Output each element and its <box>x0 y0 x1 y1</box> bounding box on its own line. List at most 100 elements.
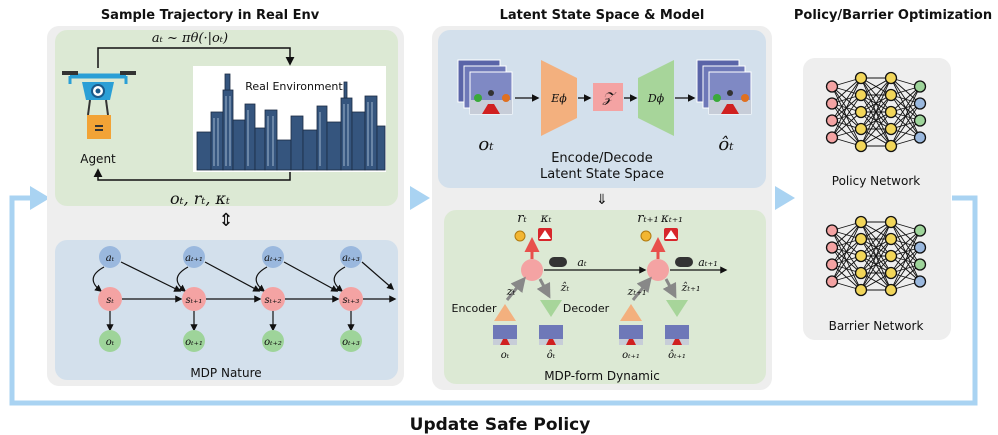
mdp-action-node <box>262 246 284 268</box>
mdp-edge-a-s <box>255 266 268 292</box>
mdp-state-label: sₜ₊₃ <box>343 295 360 306</box>
barrier-network-edge <box>831 221 862 282</box>
policy-network-edge <box>831 77 862 104</box>
network-diagrams <box>825 71 927 297</box>
mdp-state-node <box>182 287 206 311</box>
policy-network-neuron <box>854 139 868 153</box>
policy-network-neuron <box>854 122 868 136</box>
mdp-action-node <box>99 246 121 268</box>
barrier-network-neuron <box>884 215 898 229</box>
env-label: Real Environment <box>245 80 343 93</box>
policy-network-neuron <box>913 97 927 110</box>
barrier-network-neuron <box>913 224 927 237</box>
dynamic-decoder-label: Decoder <box>563 302 610 315</box>
mdp-observation-label: oₜ <box>106 337 115 348</box>
policy-network-edge <box>890 103 921 147</box>
policy-network-edge <box>831 77 862 138</box>
observation-arrow <box>93 168 291 181</box>
dynamic-reward-label: rₜ <box>517 211 527 226</box>
mdp-edge-a-snext <box>120 261 182 292</box>
encoder-to-latent-arrow <box>505 276 526 301</box>
encoder-to-latent-arrow <box>631 276 652 301</box>
frame-agent <box>500 339 510 345</box>
latent-caption-1: Encode/Decode <box>551 151 653 166</box>
dynamic-action-label: aₜ₊₁ <box>698 256 718 269</box>
mdp-observation-node <box>340 330 362 352</box>
policy-network-neuron <box>825 80 839 93</box>
latent-z-label: 𝒵 <box>602 90 617 106</box>
policy-network-neuron <box>913 131 927 144</box>
policy-arrow <box>97 47 295 68</box>
barrier-network-edge <box>890 230 921 291</box>
policy-network-neuron <box>913 114 927 127</box>
policy-network-neuron <box>884 71 898 85</box>
policy-network-neuron <box>884 88 898 102</box>
mdp-action-node <box>340 246 362 268</box>
dynamic-cost-label: κₜ₊₁ <box>660 211 683 225</box>
observation-frames-input <box>457 59 513 115</box>
barrier-network-neuron <box>825 275 839 288</box>
mdp-graph: aₜsₜoₜaₜ₊₁sₜ₊₁oₜ₊₁aₜ₊₂sₜ₊₂oₜ₊₂aₜ₊₃sₜ₊₃oₜ… <box>92 246 397 352</box>
observation-label: oₜ, rₜ, κₜ <box>170 189 230 208</box>
barrier-network-edge <box>860 221 892 274</box>
dynamic-o-label: oₜ <box>501 350 510 361</box>
mdp-observation-node <box>183 330 205 352</box>
panel-mdp <box>55 240 398 380</box>
mdp-observation-label: oₜ₊₁ <box>185 337 203 348</box>
mdp-action-label: aₜ₊₂ <box>264 253 282 264</box>
decoder-shape <box>638 60 674 136</box>
mdp-action-label: aₜ <box>106 253 115 264</box>
barrier-network-neuron <box>884 266 898 280</box>
policy-network-edge <box>831 111 862 138</box>
feedback-loop-arrow <box>9 195 978 406</box>
policy-network-edge <box>890 120 921 147</box>
dynamic-latent-node <box>647 259 669 281</box>
footer-label: Update Safe Policy <box>410 415 591 435</box>
barrier-network-edge <box>890 230 921 257</box>
policy-network-edge <box>890 86 921 130</box>
barrier-network-edge <box>890 264 921 291</box>
dynamic-zhat-label: ẑₜ₊₁ <box>681 281 701 294</box>
medal-icon <box>640 230 652 242</box>
policy-network-neuron <box>854 105 868 119</box>
dynamic-decoder-triangle <box>540 300 562 317</box>
latent-o-label: oₜ <box>478 134 494 155</box>
encoder-label: Eϕ <box>550 92 567 105</box>
agent-label: Agent <box>80 152 116 166</box>
decoder-label: Dϕ <box>647 92 665 105</box>
policy-equation: aₜ ~ πθ(·|oₜ) <box>152 31 228 46</box>
dynamic-z-label: zₜ <box>506 285 516 298</box>
policy-network-edge <box>890 86 921 147</box>
mdp-observation-node <box>99 330 121 352</box>
mdp-state-node <box>261 287 285 311</box>
equivalence-arrow: ⇕ <box>218 210 233 231</box>
down-arrow: ⇓ <box>596 192 608 208</box>
dynamic-encoder-triangle <box>494 304 516 321</box>
barrier-network-edge <box>860 238 892 291</box>
policy-network-label: Policy Network <box>832 174 920 188</box>
mdp-observation-label: oₜ₊₂ <box>264 337 282 348</box>
dynamic-o-label: oₜ₊₁ <box>622 350 640 361</box>
flow-arrowhead-right <box>775 186 795 210</box>
mdp-observation-node <box>262 330 284 352</box>
feedback-arrowhead-left <box>30 186 50 210</box>
city-illustration <box>193 66 386 172</box>
dynamic-title: MDP-form Dynamic <box>544 369 660 383</box>
mdp-edge-a-out <box>361 261 395 290</box>
flow-arrowhead-mid <box>410 186 430 210</box>
gamepad-icon <box>549 257 567 267</box>
mdp-edge-a-snext <box>283 261 339 292</box>
barrier-network-neuron <box>825 224 839 237</box>
header-latent: Latent State Space & Model <box>500 8 705 23</box>
barrier-network-neuron <box>913 275 927 288</box>
latent-to-decoder-arrow <box>662 278 677 299</box>
latent-caption-2: Latent State Space <box>540 167 664 182</box>
barrier-network-edge <box>831 238 862 282</box>
mdp-state-node <box>98 287 122 311</box>
barrier-network-neuron <box>854 266 868 280</box>
policy-network-neuron <box>884 122 898 136</box>
mdp-edge-a-snext <box>204 261 261 292</box>
dynamic-latent-node <box>521 259 543 281</box>
barrier-network-neuron <box>913 241 927 254</box>
